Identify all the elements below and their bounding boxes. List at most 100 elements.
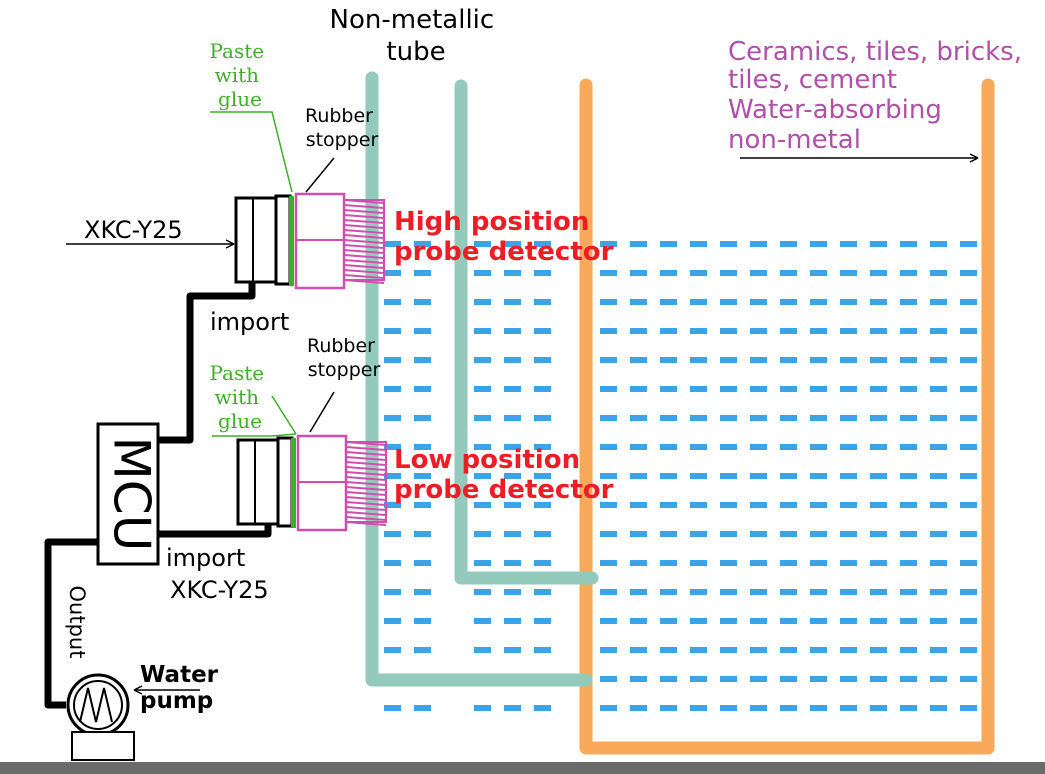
water-dash: [930, 589, 947, 595]
rubber-stopper-top: [294, 192, 385, 290]
water-dash: [690, 299, 707, 305]
water-dash: [384, 618, 401, 624]
water-dash: [750, 502, 767, 508]
non-metallic-tube-outer: [365, 71, 593, 687]
water-dash: [534, 357, 551, 363]
water-dash: [780, 270, 797, 276]
water-dash: [780, 386, 797, 392]
water-dash: [384, 357, 401, 363]
thread-line: [343, 244, 385, 249]
water-dash: [780, 473, 797, 479]
water-dash: [600, 299, 617, 305]
water-dash: [504, 415, 521, 421]
tube-label: Non-metallic tube: [330, 5, 503, 67]
water-dash: [810, 618, 827, 624]
water-dash: [840, 502, 857, 508]
water-dash: [474, 647, 491, 653]
water-dash: [810, 415, 827, 421]
water-dash: [504, 647, 521, 653]
water-dash: [840, 705, 857, 711]
water-dash: [930, 473, 947, 479]
water-dash: [810, 473, 827, 479]
xkc-top-label: XKC-Y25: [84, 216, 183, 244]
mcu-label: MCU: [103, 437, 161, 552]
water-dash: [690, 531, 707, 537]
water-dash: [750, 473, 767, 479]
water-dash: [840, 357, 857, 363]
water-dash: [474, 618, 491, 624]
water-dash: [810, 531, 827, 537]
water-dash: [690, 647, 707, 653]
water-dash: [600, 618, 617, 624]
water-dash: [720, 328, 737, 334]
water-dash: [720, 676, 737, 682]
water-pump: [66, 673, 135, 761]
water-dash: [750, 589, 767, 595]
water-dash: [534, 647, 551, 653]
water-dash: [840, 328, 857, 334]
water-dash: [600, 241, 617, 247]
water-dash: [630, 328, 647, 334]
water-dash: [780, 299, 797, 305]
water-dash: [840, 415, 857, 421]
water-dash: [474, 328, 491, 334]
water-dash: [600, 386, 617, 392]
water-dash: [840, 531, 857, 537]
water-dash: [810, 270, 827, 276]
thread-line: [343, 264, 385, 269]
water-dash: [600, 705, 617, 711]
water-dash: [690, 386, 707, 392]
water-dash: [534, 531, 551, 537]
water-dash: [690, 473, 707, 479]
water-dash: [870, 560, 887, 566]
water-dash: [414, 618, 431, 624]
water-dash: [474, 705, 491, 711]
water-dash: [870, 589, 887, 595]
thread-line: [343, 224, 385, 229]
water-dash: [750, 241, 767, 247]
water-dash: [384, 415, 401, 421]
water-dash: [504, 705, 521, 711]
water-dash: [630, 502, 647, 508]
thread-line: [343, 234, 385, 239]
water-dash: [840, 241, 857, 247]
water-dash: [600, 531, 617, 537]
water-dash: [840, 473, 857, 479]
water-dash: [870, 473, 887, 479]
water-dash: [414, 647, 431, 653]
water-dash: [780, 444, 797, 450]
water-dash: [660, 647, 677, 653]
water-dash: [660, 473, 677, 479]
water-dash: [720, 531, 737, 537]
container-material-label: Ceramics, tiles, bricks, tiles, cement W…: [728, 37, 1030, 155]
water-dash: [534, 444, 551, 450]
water-dash: [780, 241, 797, 247]
water-dash: [534, 589, 551, 595]
water-dash: [600, 357, 617, 363]
water-dash: [690, 502, 707, 508]
thread-line: [345, 461, 387, 466]
water-dash: [720, 415, 737, 421]
water-dash: [870, 531, 887, 537]
water-dash: [810, 705, 827, 711]
water-dash: [660, 705, 677, 711]
water-dash: [534, 473, 551, 479]
water-dash: [900, 560, 917, 566]
thread-line: [343, 239, 385, 244]
water-dash: [600, 502, 617, 508]
thread-line: [345, 456, 387, 461]
water-pump-label: Water pump: [140, 662, 226, 714]
water-dash: [504, 299, 521, 305]
water-dash: [690, 560, 707, 566]
water-dash: [810, 328, 827, 334]
water-dash: [750, 676, 767, 682]
water-dash: [900, 618, 917, 624]
thread-outline: [343, 199, 385, 281]
water-dash: [414, 270, 431, 276]
container-arrow-head: [969, 153, 979, 163]
container-wall: [579, 78, 995, 755]
water-dash: [414, 241, 431, 247]
water-dash: [780, 415, 797, 421]
water-dash: [930, 328, 947, 334]
thread-line: [345, 471, 387, 476]
